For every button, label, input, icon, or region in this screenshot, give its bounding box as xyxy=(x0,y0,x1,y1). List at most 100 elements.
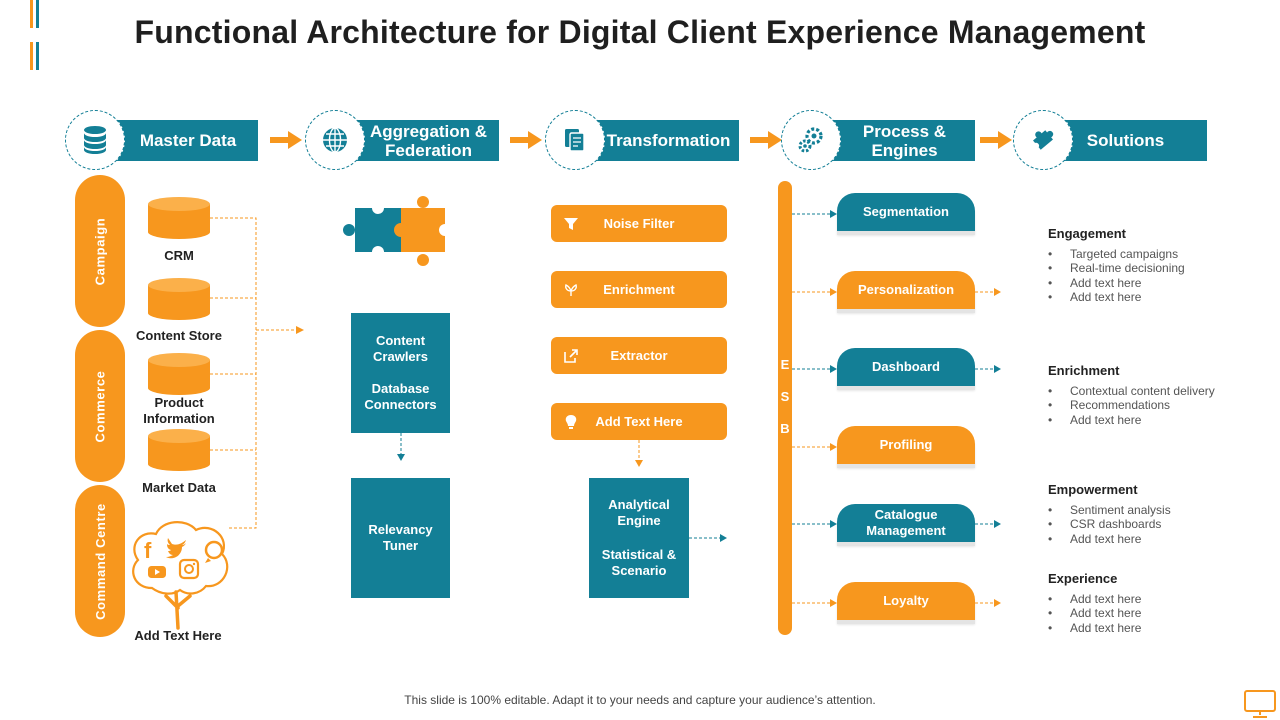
list-item: Add text here xyxy=(1048,413,1268,428)
add-text-button: Add Text Here xyxy=(551,403,727,440)
puzzle-piece-icon xyxy=(1013,110,1073,170)
solution-list: Add text here Add text here Add text her… xyxy=(1048,592,1268,635)
footer-note: This slide is 100% editable. Adapt it to… xyxy=(404,693,876,707)
header-label: Process & Engines xyxy=(862,121,947,160)
social-label: Add Text Here xyxy=(134,628,222,643)
engine-label: Loyalty xyxy=(883,593,929,608)
accent-bar-teal xyxy=(36,0,39,28)
crawlers-connectors-box: Content Crawlers Database Connectors xyxy=(351,313,450,433)
list-item: Add text here xyxy=(1048,276,1268,291)
list-item: Recommendations xyxy=(1048,398,1268,413)
accent-bar-teal-2 xyxy=(36,42,39,70)
solution-engagement: Engagement Targeted campaigns Real-time … xyxy=(1048,226,1268,304)
esb-bus xyxy=(778,181,792,635)
solution-heading: Engagement xyxy=(1048,226,1127,241)
database-icon xyxy=(65,110,125,170)
list-item: Targeted campaigns xyxy=(1048,247,1268,262)
source-connectors xyxy=(210,217,304,529)
cylinder-icon-content-store xyxy=(148,278,210,320)
engine-personalization: Personalization xyxy=(837,271,975,309)
engine-loyalty: Loyalty xyxy=(837,582,975,620)
pill-campaign: Campaign xyxy=(75,175,125,327)
presentation-icon[interactable] xyxy=(1243,689,1277,719)
svg-text:f: f xyxy=(144,538,152,563)
extractor-button: Extractor xyxy=(551,337,727,374)
list-item: Contextual content delivery xyxy=(1048,384,1268,399)
puzzle-icon xyxy=(343,196,447,266)
header-label: Aggregation & Federation xyxy=(369,121,488,160)
enrichment-label: Enrichment xyxy=(603,282,675,297)
engine-segmentation: Segmentation xyxy=(837,193,975,231)
list-item: Sentiment analysis xyxy=(1048,503,1268,518)
noise-filter-button: Noise Filter xyxy=(551,205,727,242)
source-label-crm: CRM xyxy=(164,248,194,263)
list-item: Add text here xyxy=(1048,290,1268,305)
enrichment-button: Enrichment xyxy=(551,271,727,308)
globe-icon xyxy=(305,110,365,170)
relevancy-label: Relevancy Tuner xyxy=(368,522,433,553)
esb-letter-b: B xyxy=(780,421,790,436)
down-arrow-transformation xyxy=(635,440,643,467)
engine-profiling: Profiling xyxy=(837,426,975,464)
statistical-label: Statistical & Scenario xyxy=(601,547,677,578)
pill-command-centre: Command Centre xyxy=(75,485,125,637)
arrow-catalogue-out xyxy=(975,520,1001,528)
arrow-loyalty-out xyxy=(975,599,1001,607)
flow-arrow-3 xyxy=(750,131,782,149)
flow-arrow-1 xyxy=(270,131,302,149)
header-label: Solutions xyxy=(1086,131,1165,150)
pill-label: Command Centre xyxy=(92,502,108,620)
engine-label: Profiling xyxy=(879,437,933,452)
engine-label: Dashboard xyxy=(872,359,940,374)
cylinder-icon-product-info xyxy=(148,353,210,395)
lightbulb-icon xyxy=(565,414,577,429)
funnel-icon xyxy=(564,217,578,230)
noise-filter-label: Noise Filter xyxy=(603,216,675,231)
engine-label: Personalization xyxy=(857,282,955,297)
documents-icon xyxy=(545,110,605,170)
social-tree-icon: f xyxy=(132,521,229,630)
engine-label: Segmentation xyxy=(863,204,949,219)
list-item: CSR dashboards xyxy=(1048,517,1268,532)
header-label: Master Data xyxy=(139,131,237,150)
accent-bar-orange-2 xyxy=(30,42,33,70)
pill-label: Campaign xyxy=(92,217,108,285)
list-item: Add text here xyxy=(1048,592,1268,607)
page-title: Functional Architecture for Digital Clie… xyxy=(134,14,1146,50)
header-process-engines: Process & Engines xyxy=(812,120,975,161)
connectors-label: Database Connectors xyxy=(364,381,437,412)
flow-arrow-2 xyxy=(510,131,542,149)
solution-list: Targeted campaigns Real-time decisioning… xyxy=(1048,247,1268,304)
engine-catalogue-management: Catalogue Management xyxy=(837,504,975,542)
analytical-engine-box: Analytical Engine Statistical & Scenario xyxy=(589,478,689,598)
cylinder-icon-market-data xyxy=(148,429,210,471)
engine-label: Catalogue Management xyxy=(866,507,946,538)
list-item: Add text here xyxy=(1048,532,1268,547)
source-label-market-data: Market Data xyxy=(142,480,216,495)
arrow-dashboard-out xyxy=(975,365,1001,373)
solution-experience: Experience Add text here Add text here A… xyxy=(1048,571,1268,635)
pill-label: Commerce xyxy=(92,370,108,442)
list-item: Add text here xyxy=(1048,606,1268,621)
extractor-label: Extractor xyxy=(610,348,668,363)
arrow-personalization-out xyxy=(975,288,1001,296)
solution-heading: Experience xyxy=(1048,571,1118,586)
solution-list: Contextual content delivery Recommendati… xyxy=(1048,384,1268,427)
esb-letter-e: E xyxy=(780,357,790,372)
header-transformation: Transformation xyxy=(576,120,739,161)
gears-icon xyxy=(781,110,841,170)
cylinder-icon-crm xyxy=(148,197,210,239)
analytical-label: Analytical Engine xyxy=(608,497,670,528)
esb-letter-s: S xyxy=(780,389,790,404)
relevancy-tuner-box: Relevancy Tuner xyxy=(351,478,450,598)
accent-bar-orange xyxy=(30,0,33,28)
flow-arrow-4 xyxy=(980,131,1012,149)
engine-to-esb-arrow xyxy=(689,534,727,542)
down-arrow-aggregation xyxy=(397,433,405,461)
esb-connectors xyxy=(792,210,837,607)
solution-list: Sentiment analysis CSR dashboards Add te… xyxy=(1048,503,1268,546)
engine-dashboard: Dashboard xyxy=(837,348,975,386)
crawlers-label: Content Crawlers xyxy=(373,333,428,364)
pill-commerce: Commerce xyxy=(75,330,125,482)
